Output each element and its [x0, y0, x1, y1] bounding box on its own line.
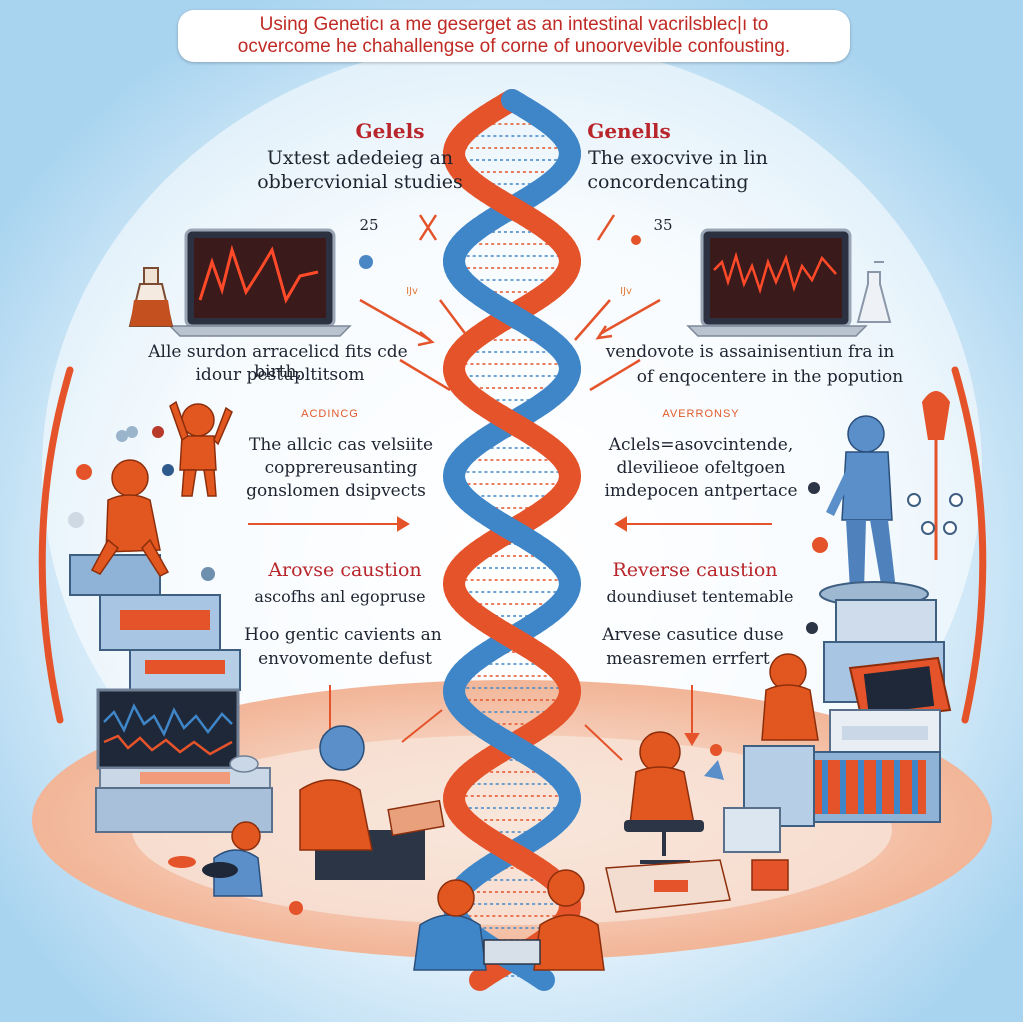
left-heading: Gelels: [355, 119, 425, 143]
left-block3-line-1: Hoo gentic cavients an: [244, 625, 442, 645]
left-block2-line-1: The allcic cas velsiite: [248, 435, 434, 455]
left-block2-line-2: copprereusanting: [264, 458, 418, 478]
figure-orange-standing: [169, 400, 233, 497]
left-small-mark: Ĳv: [406, 286, 418, 297]
floor-dot: [710, 744, 722, 756]
arrow-icons-top: [359, 214, 661, 392]
floor-disc: [202, 862, 238, 878]
left-number: 25: [359, 216, 379, 234]
figure-blue-standing: [826, 415, 896, 590]
title-line-2: ocvercome he chahallengse of corne of un…: [237, 36, 791, 57]
figure-orange-right-seated: [761, 653, 819, 741]
molecule-node: [359, 255, 373, 269]
left-section-sub: ascofhs anl egopruse: [254, 587, 426, 606]
molecule-node: [631, 235, 641, 245]
left-intro-line-1: Uxtest adedeieg an: [266, 147, 454, 169]
right-block2-line-1: Aclels=asovcintende,: [608, 435, 794, 455]
left-block1-line-1: Alle surdon arracelicd fits cde birth,: [148, 342, 408, 382]
right-small-mark: Ĳv: [620, 286, 632, 297]
left-block3-line-2: envovomente defust: [258, 649, 432, 669]
left-subheading: ACDINCG: [301, 408, 359, 420]
right-number: 35: [653, 216, 673, 234]
right-section-sub: doundiuset tentemable: [606, 587, 794, 606]
left-block1-line-2: idour pestupltitsom: [195, 365, 365, 385]
figure-blue-sitting: [213, 821, 263, 897]
right-block2-line-3: imdepocen antpertace: [604, 481, 798, 501]
right-floor-boxes: [605, 807, 789, 913]
left-intro-line-2: obbercvionial studies: [257, 171, 463, 193]
figure-orange-laptop: [299, 725, 445, 880]
computer-monitor-icon-left: [95, 688, 273, 833]
figure-orange-seated: [90, 459, 170, 577]
laptop-chart-icon-left: [168, 228, 352, 337]
right-block3-line-2: measremen errfert: [606, 649, 770, 669]
title-banner: Using Geneticı a me geserget as an intes…: [178, 10, 850, 62]
left-section-heading: Arovse caustion: [268, 559, 422, 581]
left-block2-line-3: gonslomen dsipvects: [246, 481, 426, 501]
helix-strand-segment: [527, 965, 556, 991]
right-heading: Genells: [587, 119, 671, 143]
molecule-icon-right: [806, 391, 963, 634]
right-block2-line-2: dlevilieoe ofeltgoen: [616, 458, 786, 478]
right-intro-line-1: The exocvive in lin: [588, 147, 768, 169]
laptop-chart-icon-right: [686, 228, 868, 337]
title-line-1: Using Geneticı a me geserget as an intes…: [259, 14, 769, 36]
molecule-icon-left: [68, 426, 215, 581]
arrow-icon: [704, 760, 724, 780]
floor-dot: [289, 901, 303, 915]
right-intro-line-2: concordencating: [587, 171, 749, 193]
right-block1-line-2: of enqocentere in the popution: [636, 367, 904, 387]
helix-strand-segment: [468, 965, 497, 991]
left-red-arc: [38, 366, 74, 724]
right-red-arc: [951, 366, 987, 724]
figures-bottom-center: [413, 869, 605, 971]
flask-icon-right: [856, 261, 892, 323]
right-block3-line-1: Arvese casutice duse: [602, 625, 784, 645]
floor-disc: [168, 856, 196, 868]
right-block1-line-1: vendovote is assainisentiun fra in: [605, 342, 895, 362]
flask-icon-left: [128, 267, 174, 327]
right-section-heading: Reverse caustion: [612, 559, 778, 581]
right-subheading: AVERRONSY: [662, 408, 740, 420]
